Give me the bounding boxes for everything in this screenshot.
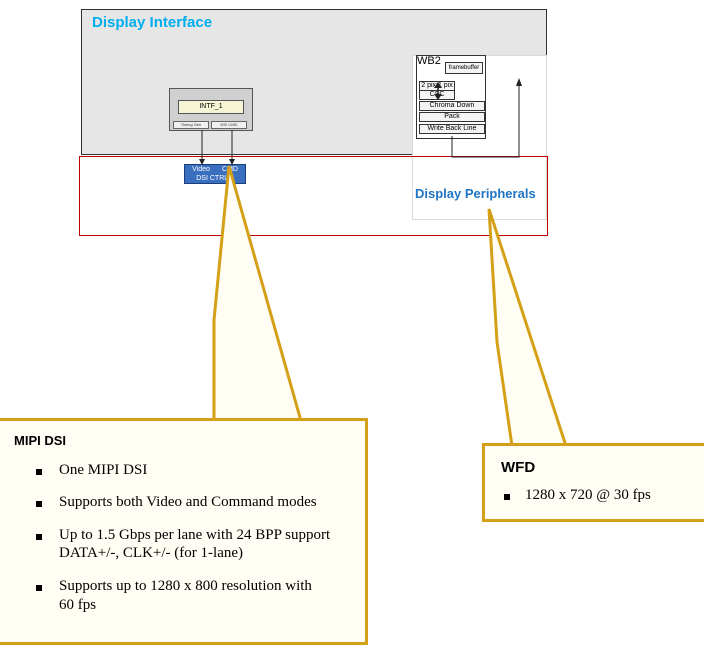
bullet-icon — [36, 534, 42, 540]
bullet-icon — [36, 501, 42, 507]
wfd-callout-pointer — [487, 208, 568, 447]
timing-gen-box: Timing Gen — [173, 121, 209, 129]
pack-box: Pack — [419, 112, 485, 122]
mipi-item-3-continued: DATA+/-, CLK+/- (for 1-lane) — [59, 545, 243, 561]
mipi-item-2: Supports both Video and Command modes — [59, 494, 317, 510]
framebuffer-box: framebuffer — [445, 62, 483, 74]
wfd-title: WFD — [501, 459, 536, 476]
bullet-icon — [504, 494, 510, 500]
peripheral-region-outline — [79, 156, 548, 236]
wfd-item-1: 1280 x 720 @ 30 fps — [525, 487, 651, 503]
mipi-callout-pointer — [212, 165, 303, 422]
intf-label: INTF_1 — [178, 100, 244, 114]
mipi-item-4-continued: 60 fps — [59, 597, 97, 613]
connector-lines — [199, 78, 568, 447]
bullet-icon — [36, 469, 42, 475]
mipi-item-3: Up to 1.5 Gbps per lane with 24 BPP supp… — [59, 527, 331, 543]
mipi-dsi-callout: MIPI DSI One MIPI DSI Supports both Vide… — [0, 418, 368, 645]
dsi-cmd-box: DSI CMD — [211, 121, 247, 129]
wb2-label: WB2 — [417, 55, 441, 67]
display-interface-title: Display Interface — [92, 14, 213, 31]
wb2-loop-arrow — [451, 82, 520, 158]
chroma-down-box: Chroma Down — [419, 101, 485, 111]
display-peripherals-label: Display Peripherals — [415, 186, 536, 201]
bullet-icon — [36, 585, 42, 591]
mipi-dsi-title: MIPI DSI — [14, 433, 67, 448]
mipi-item-1: One MIPI DSI — [59, 462, 148, 478]
wfd-callout: WFD 1280 x 720 @ 30 fps — [482, 443, 704, 522]
dsi-video-label: Video — [192, 166, 210, 173]
mipi-item-4: Supports up to 1280 x 800 resolution wit… — [59, 578, 312, 594]
dsi-ctrl-label: DSI CTRL 0 — [196, 175, 234, 182]
write-back-line-box: Write Back Line — [419, 124, 485, 134]
